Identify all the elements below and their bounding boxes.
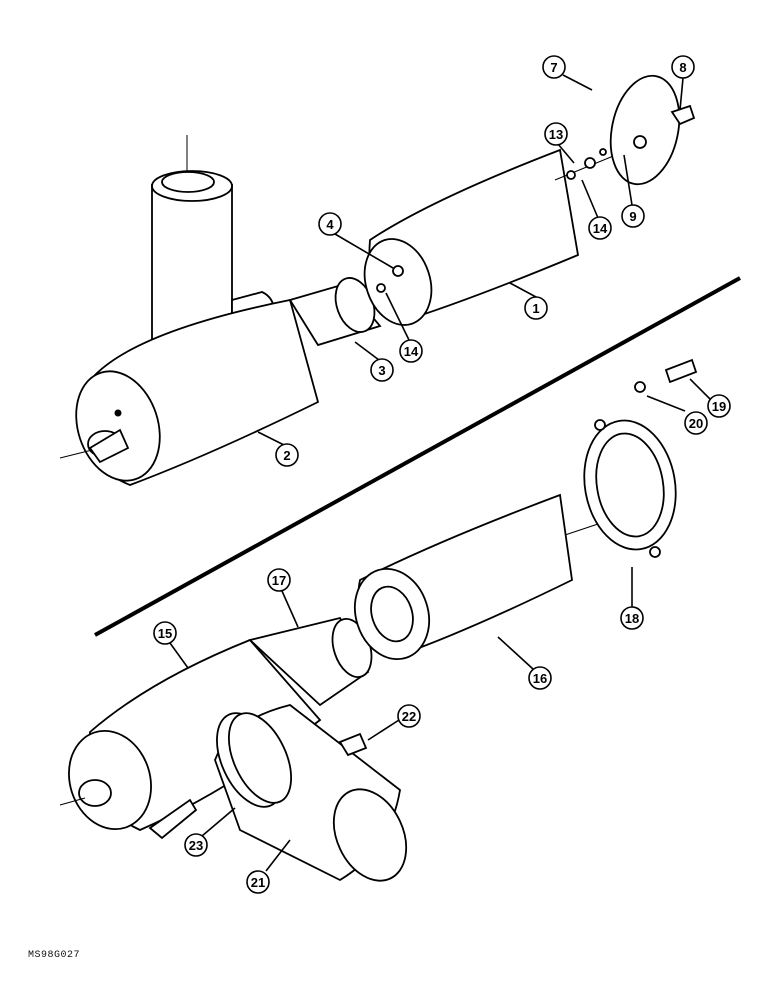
svg-text:4: 4 (326, 217, 334, 232)
svg-text:8: 8 (679, 60, 686, 75)
svg-text:1: 1 (532, 301, 539, 316)
reference-code: MS98G027 (28, 950, 81, 961)
separator-line (94, 276, 741, 637)
svg-text:14: 14 (404, 344, 419, 359)
svg-text:13: 13 (549, 127, 563, 142)
callout-4: 4 (318, 212, 342, 236)
svg-text:23: 23 (189, 838, 203, 853)
svg-text:7: 7 (550, 60, 557, 75)
upper-assembly (59, 74, 696, 486)
callout-18: 18 (620, 606, 644, 630)
svg-text:22: 22 (402, 709, 416, 724)
svg-text:19: 19 (712, 399, 726, 414)
svg-text:20: 20 (689, 416, 703, 431)
svg-text:15: 15 (158, 626, 172, 641)
svg-text:17: 17 (272, 573, 286, 588)
callout-14-lower: 14 (399, 339, 423, 363)
callout-23: 23 (184, 833, 208, 857)
callout-19: 19 (707, 394, 731, 418)
callout-20: 20 (684, 411, 708, 435)
callout-14-upper: 14 (588, 216, 612, 240)
callout-15: 15 (153, 621, 177, 645)
callout-7: 7 (542, 55, 566, 79)
lower-assembly (59, 358, 698, 882)
callout-13: 13 (544, 122, 568, 146)
callout-8: 8 (671, 55, 695, 79)
svg-text:18: 18 (625, 611, 639, 626)
callout-22: 22 (397, 704, 421, 728)
svg-text:21: 21 (251, 875, 265, 890)
svg-text:9: 9 (629, 209, 636, 224)
callout-2: 2 (275, 443, 299, 467)
callouts: 1 2 3 4 7 8 9 13 14 14 15 16 17 18 19 20… (153, 55, 731, 894)
svg-text:3: 3 (378, 363, 385, 378)
callout-9: 9 (621, 204, 645, 228)
svg-text:2: 2 (283, 448, 290, 463)
callout-1: 1 (524, 296, 548, 320)
callout-21: 21 (246, 870, 270, 894)
callout-16: 16 (528, 666, 552, 690)
callout-17: 17 (267, 568, 291, 592)
svg-text:16: 16 (533, 671, 547, 686)
svg-text:14: 14 (593, 221, 608, 236)
callout-3: 3 (370, 358, 394, 382)
leader-lines (169, 74, 711, 872)
